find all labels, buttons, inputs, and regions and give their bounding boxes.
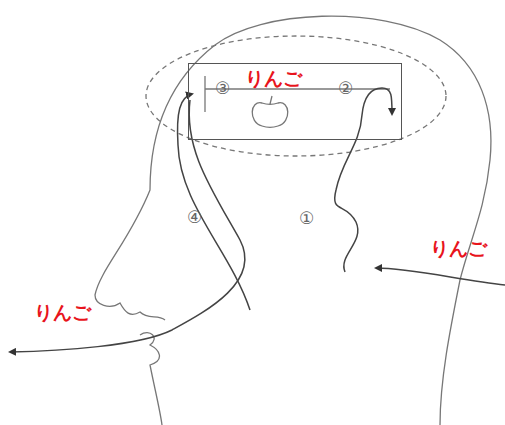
speech-out-arrow bbox=[10, 100, 245, 352]
apple-symbol bbox=[252, 96, 288, 128]
ear-path-arrow bbox=[335, 88, 392, 272]
word-label: りんご bbox=[430, 236, 487, 262]
callout-number: ④ bbox=[187, 207, 202, 227]
node-label: りんご bbox=[245, 66, 302, 92]
mouth-chin bbox=[140, 333, 162, 425]
dashed-oval bbox=[146, 36, 446, 156]
face-profile bbox=[95, 45, 215, 320]
callout-number: ③ bbox=[215, 78, 230, 98]
word-label: りんご bbox=[34, 300, 91, 326]
brain-box: りんご bbox=[188, 63, 402, 140]
head-outline bbox=[215, 16, 491, 425]
sound-in-arrow bbox=[376, 268, 505, 285]
callout-number: ② bbox=[338, 78, 353, 98]
callout-number: ① bbox=[299, 208, 314, 228]
inner-stub bbox=[204, 76, 205, 112]
